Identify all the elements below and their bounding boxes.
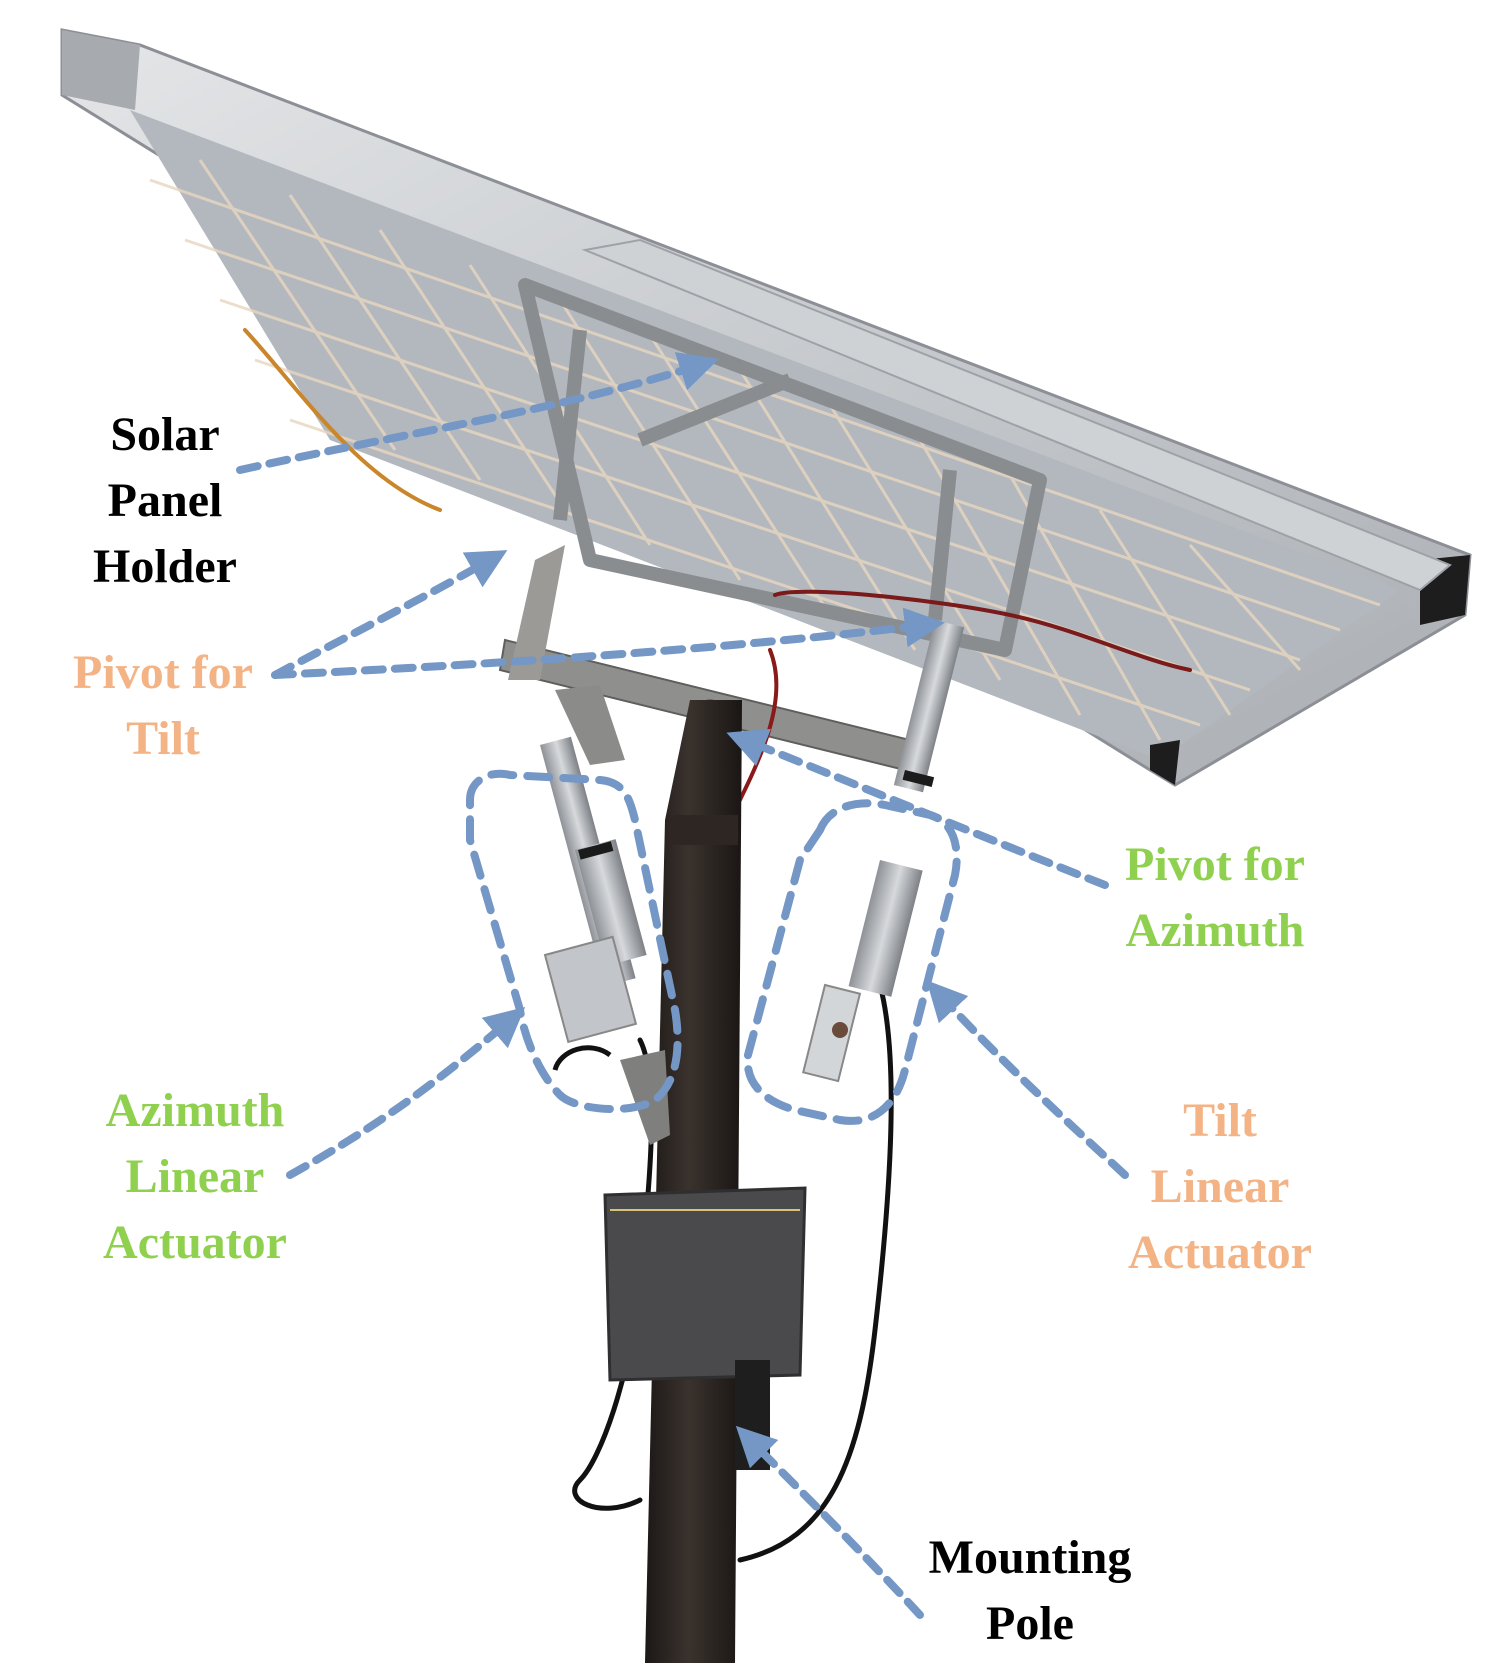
- label-mounting-pole: Mounting Pole: [928, 1531, 1132, 1650]
- dashed-highlight-boxes: [466, 769, 961, 1125]
- tilt-pivot-arm: [508, 545, 565, 680]
- label-azimuth-linear-actuator: Azimuth Linear Actuator: [103, 1084, 287, 1269]
- label-tilt-linear-actuator: Tilt Linear Actuator: [1128, 1094, 1312, 1279]
- label-pivot-for-tilt: Pivot for Tilt: [73, 646, 253, 765]
- tilt-linear-actuator-device: [802, 620, 965, 1083]
- arrow-azimuth-linear-actuator: [286, 1006, 526, 1179]
- callout-arrows: [236, 352, 1129, 1619]
- solar-panel: [60, 28, 1472, 787]
- azimuth-linear-actuator-device: [540, 685, 670, 1145]
- arrow-tilt-linear-actuator: [926, 980, 1129, 1179]
- arrow-pivot-for-tilt-right: [271, 607, 945, 679]
- arrow-pivot-for-azimuth: [726, 728, 1109, 889]
- label-solar-panel-holder: Solar Panel Holder: [93, 408, 237, 593]
- panel-holder-bracket: [518, 278, 1047, 657]
- arrow-solar-panel-holder: [236, 352, 720, 474]
- label-pivot-for-azimuth: Pivot for Azimuth: [1125, 838, 1305, 957]
- arrow-pivot-for-tilt-left: [271, 550, 508, 679]
- mounting-pole-shape: [645, 700, 742, 1663]
- pole-collar: [668, 815, 738, 845]
- arrow-mounting-pole: [735, 1425, 924, 1619]
- center-rail: [581, 238, 1452, 592]
